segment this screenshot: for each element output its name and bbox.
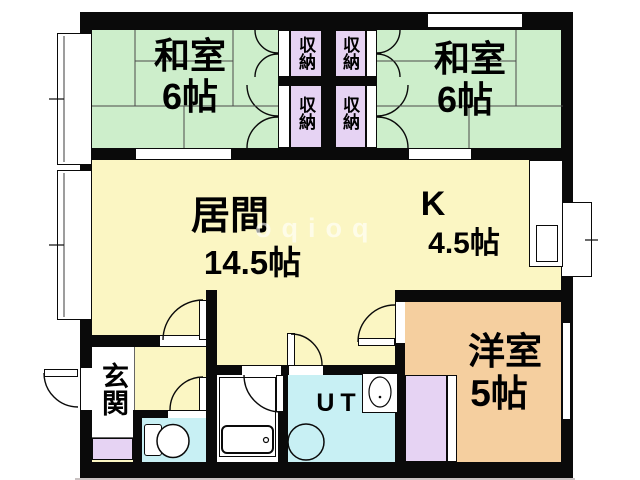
western-label: 洋室 [468, 331, 542, 372]
western-size: 5帖 [470, 373, 528, 414]
western-door-opening [396, 302, 405, 343]
storage-cell [335, 30, 366, 77]
toilet-door-leaf [199, 377, 207, 411]
storage-cell [290, 85, 322, 148]
washitsu-right-size: 6帖 [436, 79, 494, 120]
window-top [427, 13, 523, 28]
washitsu-left-label: 和室 [153, 35, 226, 76]
entrance-label: 玄関 [98, 362, 128, 416]
entrance-floor [92, 347, 135, 438]
toilet-tank [144, 424, 162, 456]
kitchen-sink [536, 225, 558, 262]
watermark-text: oqioq [255, 213, 379, 243]
sliding-door-washitsu-left [135, 148, 232, 160]
washitsu-right-label: 和室 [433, 38, 506, 79]
wall-ut-western [395, 290, 405, 462]
bathtub [221, 425, 274, 454]
western-closet-door-track [447, 375, 457, 462]
ut-door-leaf [287, 333, 295, 366]
bay-window-kitchen [561, 202, 592, 277]
sliding-door-washitsu-right [408, 148, 472, 160]
storage-label: 収納 [340, 96, 359, 130]
living-size: 14.5帖 [203, 244, 302, 281]
kitchen-size: 4.5帖 [428, 227, 500, 260]
bay-window-living [57, 170, 92, 320]
washitsu-left-size: 6帖 [161, 76, 219, 117]
kitchen-label: K [420, 185, 446, 223]
bath-door-opening [242, 366, 281, 375]
entrance-door-arc [43, 372, 79, 408]
storage-cell [290, 30, 322, 77]
living-label: 居間 [190, 195, 269, 238]
storage-door-track [278, 85, 290, 148]
wall-hall-bath [206, 290, 217, 462]
ut-door-opening [289, 366, 323, 375]
window-western-right [562, 322, 571, 420]
wall-toilet-left [133, 410, 142, 462]
wall-western-top [395, 290, 573, 302]
storage-label: 収納 [296, 96, 315, 130]
storage-label: 収納 [340, 36, 359, 70]
entrance-mat [92, 438, 133, 460]
storage-door-track [278, 30, 290, 77]
living-door-leaf [199, 300, 207, 340]
ut-label: UT [316, 389, 362, 417]
entrance-door-opening [81, 368, 92, 410]
entrance-door-leaf [44, 369, 78, 377]
living-door-opening [160, 336, 206, 346]
storage-door-track [366, 85, 377, 148]
storage-label: 収納 [296, 36, 315, 70]
western-door-leaf [358, 338, 395, 346]
storage-cell [335, 85, 366, 148]
wall-storage-divider [278, 77, 377, 85]
wall-bath-ut [278, 375, 288, 462]
wall-bottom [80, 462, 573, 478]
western-closet [405, 375, 447, 462]
toilet-door-opening [168, 411, 206, 418]
wall-storage-center [322, 12, 335, 160]
bay-window-washitsu-left [57, 33, 92, 165]
bath-door-leaf [276, 375, 284, 412]
storage-door-track [366, 30, 377, 77]
